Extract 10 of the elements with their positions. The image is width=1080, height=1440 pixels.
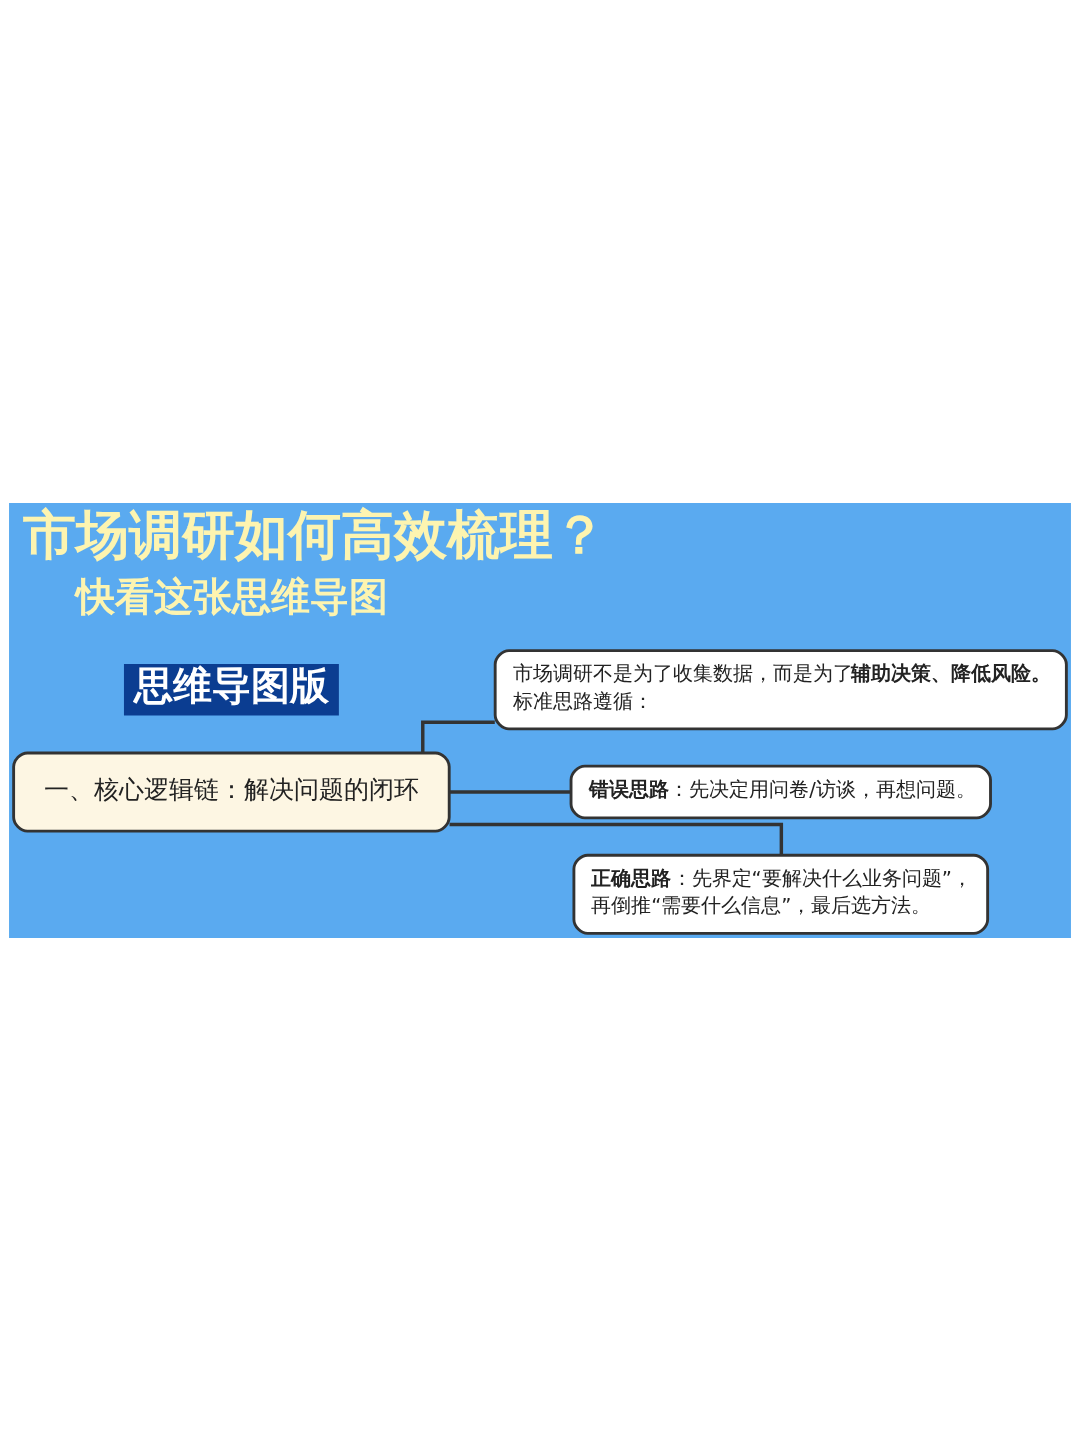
node-box: 一、核心逻辑链：解决问题的闭环	[12, 751, 451, 833]
label: 快看这张思维导图	[75, 573, 388, 619]
node-box: 错误思路：先决定用问卷/访谈，再想问题。	[569, 764, 992, 819]
connector	[449, 822, 784, 855]
label: 思维导图版	[134, 662, 330, 708]
connector	[449, 789, 571, 794]
diagram-title: 市场调研如何高效梳理？	[22, 503, 606, 565]
connector	[421, 720, 495, 753]
node-box: 正确思路：先界定“要解决什么业务问题”，再倒推“需要什么信息”，最后选方法。	[572, 853, 990, 935]
node-box: 市场调研不是为了收集数据，而是为了辅助决策、降低风险。标准思路遵循：	[493, 648, 1068, 730]
